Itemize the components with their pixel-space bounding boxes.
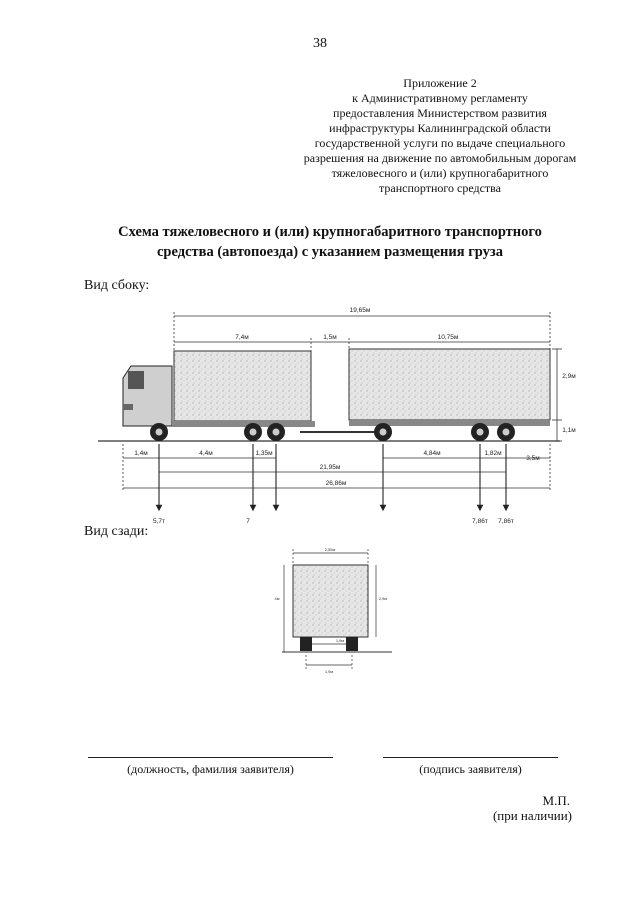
side-view-drawing: 19,65м 7,4м 1,5м 10,75м 2,9м 1,1м 1,4м 4… (98, 307, 576, 525)
trailer-chassis (349, 420, 550, 426)
signature-line-right (383, 757, 558, 758)
axle-load-6: 7,86т (498, 518, 514, 525)
axle-load-5: 7,86т (472, 518, 488, 525)
dim-axle-gap1: 1,35м (255, 450, 273, 457)
trailer-body (348, 348, 551, 421)
load-arrows (155, 444, 510, 512)
dim-wheelbase2: 4,84м (423, 450, 441, 457)
document-title: Схема тяжеловесного и (или) крупногабари… (60, 222, 600, 262)
dim-lines-top (173, 312, 562, 442)
dim-overall: 26,86м (326, 480, 347, 487)
title-line: Схема тяжеловесного и (или) крупногабари… (118, 224, 542, 240)
appendix-block: Приложение 2 к Административному регламе… (280, 76, 600, 196)
axle-load-2: 7 (246, 518, 250, 525)
dim-total-length: 19,65м (350, 307, 371, 314)
trailer-wheel-rear-1 (471, 423, 489, 441)
truck-wheel-front (150, 423, 168, 441)
appendix-line: предоставления Министерством развития (333, 106, 547, 120)
dim-axles-span: 21,95м (320, 464, 341, 471)
rear-dim-height-left: 4м (275, 596, 280, 601)
cab-window (128, 371, 144, 389)
title-line: средства (автопоезда) с указанием размещ… (156, 244, 504, 260)
side-view-label: Вид сбоку: (84, 278, 150, 293)
truck-body-front (173, 350, 312, 422)
rear-dim-width: 2,55м (325, 547, 336, 552)
dim-body2: 10,75м (438, 334, 459, 341)
dim-lines-bottom (122, 444, 551, 492)
dim-wheelbase1: 4,4м (199, 450, 213, 457)
axle-load-1: 5,7т (153, 518, 165, 525)
truck-wheel-rear-2 (267, 423, 285, 441)
dim-body1: 7,4м (235, 334, 249, 341)
dim-rear: 3,5м (526, 455, 540, 462)
rear-view-label: Вид сзади: (84, 524, 149, 539)
signature-line-left (88, 757, 333, 758)
dim-body-height: 2,9м (562, 373, 576, 380)
dim-gap: 1,5м (323, 334, 337, 341)
rear-wheel-right (346, 637, 358, 651)
rear-dim-height-right: 2,9м (379, 596, 388, 601)
rear-dim-wheel-gap: 1,9м (336, 638, 345, 643)
appendix-line: транспортного средства (378, 181, 502, 195)
seal-label: М.П. (542, 793, 570, 808)
dim-platform-height: 1,1м (562, 427, 576, 434)
rear-body (292, 564, 369, 638)
page-number: 38 (313, 36, 327, 51)
rear-wheel-left (300, 637, 312, 651)
dim-axle-gap2: 1,82м (484, 450, 502, 457)
appendix-line: инфраструктуры Калининградской области (329, 121, 551, 135)
trailer-wheel-rear-2 (497, 423, 515, 441)
cab-light (123, 404, 133, 410)
appendix-line: государственной услуги по выдаче специал… (314, 136, 566, 150)
applicant-name-label: (должность, фамилия заявителя) (127, 762, 294, 776)
truck-chassis (172, 421, 315, 427)
appendix-line: разрешения на движение по автомобильным … (303, 151, 577, 165)
applicant-signature-label: (подпись заявителя) (419, 762, 522, 776)
rear-dim-track: 1,9м (325, 669, 334, 674)
rear-view-drawing: 2,55м 4м 2,9м 1,9м 1,9м (275, 547, 392, 674)
appendix-line: Приложение 2 (403, 76, 477, 90)
appendix-line: тяжеловесного и (или) крупногабаритного (331, 166, 549, 180)
trailer-wheel-front (374, 423, 392, 441)
seal-note: (при наличии) (492, 808, 572, 823)
dim-front: 1,4м (134, 450, 148, 457)
truck-wheel-rear-1 (244, 423, 262, 441)
appendix-line: к Административному регламенту (352, 91, 528, 105)
